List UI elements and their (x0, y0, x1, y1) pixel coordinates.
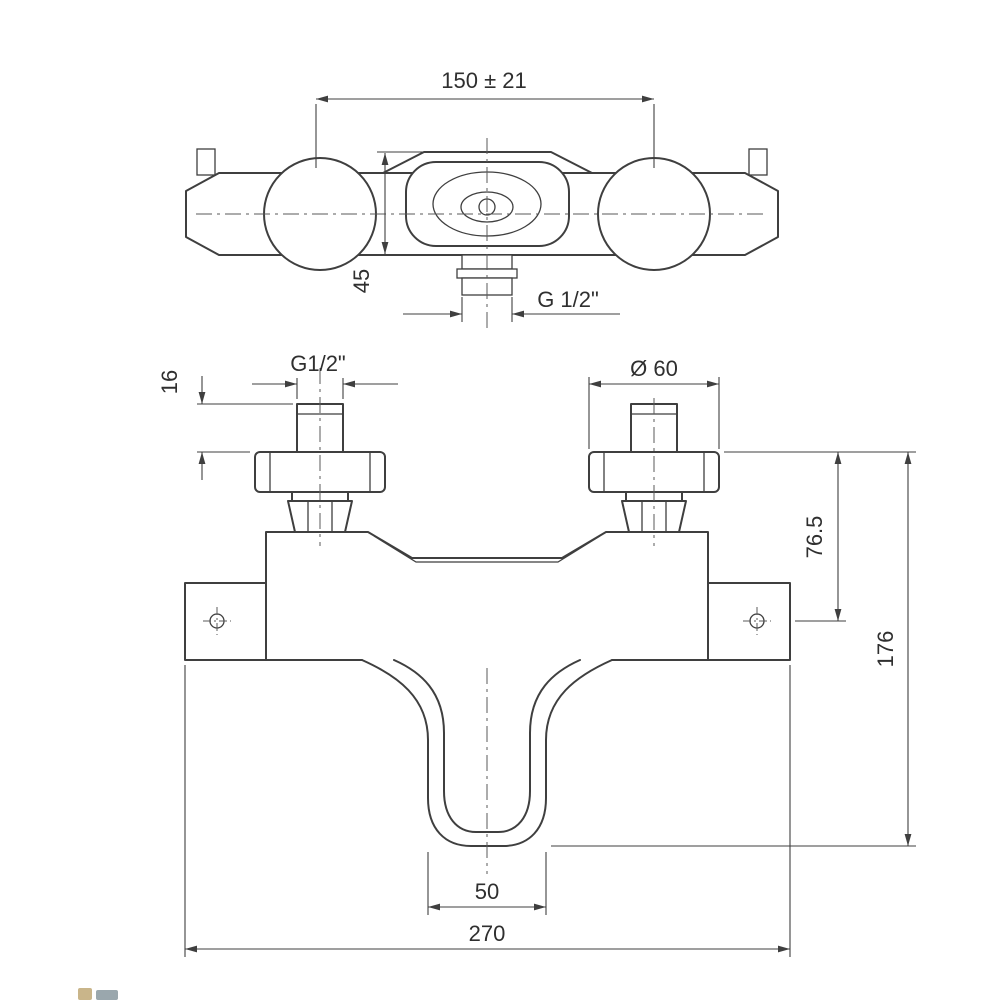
dim-label-thread-length: 16 (157, 370, 182, 394)
spout-mouth-inner-ring (460, 191, 514, 223)
dimension-handle-to-screw-axis: 76.5 (724, 451, 916, 622)
dim-label-handle-diameter: Ø 60 (630, 356, 678, 381)
dim-label-handle-to-screw-axis: 76.5 (802, 516, 827, 559)
watermark-shape (78, 988, 92, 1000)
dimension-spout-outlet-width: 50 (427, 852, 547, 915)
dimension-connection-spacing: 150 ± 21 (315, 68, 655, 168)
wall-plate-left (184, 582, 363, 661)
dim-label-inlet-thread: G1/2" (290, 351, 346, 376)
dimension-overall-width: 270 (184, 665, 791, 957)
top-view: 150 ± 21 45 G 1/2" (185, 68, 779, 330)
dim-label-connection-spacing: 150 ± 21 (441, 68, 526, 93)
spout-inner-profile (393, 659, 581, 833)
dimension-body-depth: 45 (349, 151, 427, 293)
dimension-handle-diameter: Ø 60 (588, 356, 720, 449)
watermark-shape (96, 990, 118, 1000)
watermark-logo-fragment (78, 988, 118, 1000)
dim-label-body-depth: 45 (349, 269, 374, 293)
mixer-body-outline-front (265, 531, 709, 661)
dim-label-overall-height: 176 (873, 631, 898, 668)
dimension-outlet-thread: G 1/2" (403, 287, 620, 322)
body-contour-line (373, 535, 601, 563)
dim-label-outlet-thread: G 1/2" (537, 287, 599, 312)
wall-plate-right (611, 582, 791, 661)
dim-label-spout-outlet-width: 50 (475, 879, 499, 904)
front-view: 16 G1/2" Ø 60 76.5 (157, 351, 916, 957)
right-end-connector-tab (748, 148, 768, 176)
dimension-thread-length: 16 (157, 370, 293, 480)
dimension-inlet-thread: G1/2" (252, 351, 398, 399)
dimension-overall-height: 176 (551, 452, 916, 847)
dim-label-overall-width: 270 (469, 921, 506, 946)
left-end-connector-tab (196, 148, 216, 176)
